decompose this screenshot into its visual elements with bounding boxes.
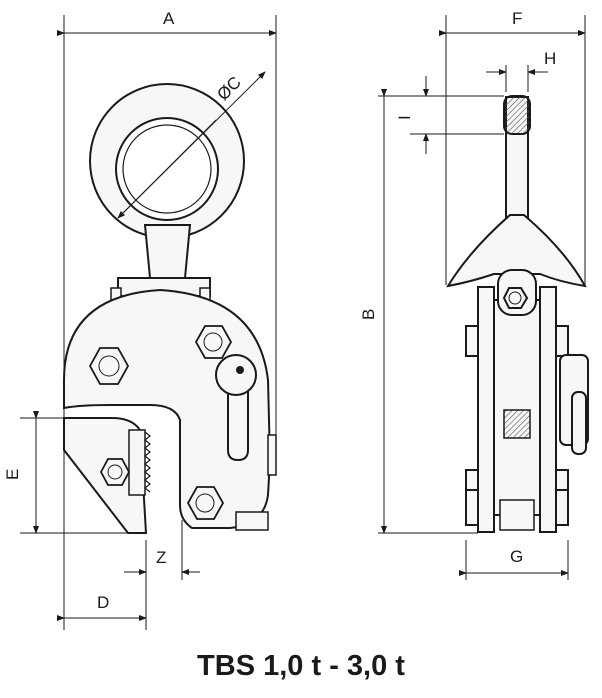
front-dimensions <box>20 15 277 630</box>
bolt-heads <box>88 325 233 520</box>
dimension-label-f: F <box>512 9 522 28</box>
front-view <box>63 83 277 534</box>
dimension-label-e: E <box>3 469 22 480</box>
dimension-label-h: H <box>544 49 556 68</box>
side-view <box>445 95 589 533</box>
dimension-label-b: B <box>359 309 378 320</box>
product-title: TBS 1,0 t - 3,0 t <box>197 650 405 682</box>
side-dimensions <box>378 15 586 580</box>
dimension-label-c: ØC <box>213 73 244 104</box>
dimension-label-i: I <box>395 115 414 120</box>
rod-section-hatched <box>503 95 531 135</box>
dimension-label-a: A <box>163 9 175 28</box>
dimension-label-z: Z <box>156 548 166 567</box>
dimension-label-d: D <box>97 593 109 612</box>
dimension-label-g: G <box>510 547 523 566</box>
